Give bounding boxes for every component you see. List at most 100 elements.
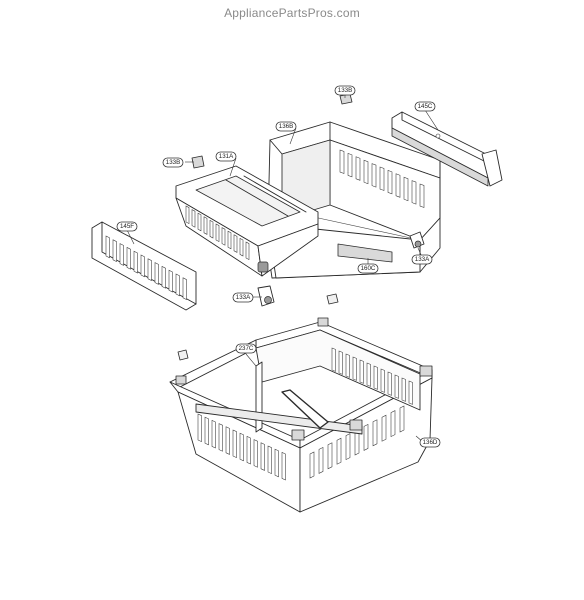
vent-slot — [379, 166, 385, 191]
small-cap-upper — [326, 293, 339, 305]
vent-slot — [366, 362, 371, 387]
vent-slot — [318, 446, 324, 474]
vent-slot — [191, 209, 196, 228]
vent-slot — [211, 419, 216, 449]
vent-slot — [245, 241, 250, 261]
vent-slot — [371, 163, 377, 188]
clip-133A-bottom — [257, 285, 275, 307]
callout-label: 133A — [415, 256, 430, 263]
callout-label: 145C — [418, 103, 433, 110]
callout-label: 160C — [361, 265, 376, 272]
vent-slot — [267, 445, 272, 475]
callout-label: 131A — [219, 153, 234, 160]
vent-slot — [260, 442, 265, 471]
callout-133A-bottom: 133A — [232, 292, 254, 303]
vent-slot — [239, 432, 244, 462]
vent-slot — [327, 442, 333, 470]
vent-slot — [218, 423, 223, 452]
vent-slot — [345, 433, 351, 461]
vent-slot — [395, 173, 401, 198]
clip-133A-right — [409, 231, 425, 249]
callouts: 133B 145C 136B 133B 131A 145F 133A 160C — [116, 85, 441, 448]
vent-slot — [185, 205, 190, 225]
callout-label: 136B — [279, 123, 293, 130]
vent-slot — [281, 451, 286, 481]
vent-slot — [338, 350, 343, 375]
vent-slot — [154, 262, 159, 285]
callout-133B-left: 133B — [162, 157, 184, 168]
callout-145F: 145F — [116, 221, 138, 232]
vent-slot — [215, 223, 220, 243]
vent-slot — [399, 405, 405, 433]
vent-slot — [403, 176, 409, 202]
vent-slot — [161, 265, 166, 289]
callout-label: 237C — [239, 345, 254, 352]
vent-slot — [182, 277, 187, 301]
vent-slot — [239, 237, 244, 257]
vent-slot — [233, 234, 238, 253]
vent-slot — [419, 183, 425, 208]
vent-slot — [387, 170, 393, 195]
callout-160C: 160C — [357, 263, 379, 274]
vent-slot — [336, 437, 342, 465]
rail-145F — [91, 221, 197, 311]
callout-label: 133B — [166, 159, 180, 166]
vent-slot — [197, 413, 202, 443]
vent-slot — [339, 149, 345, 174]
vent-slot — [394, 374, 399, 399]
vent-slot — [411, 180, 417, 205]
callout-136B: 136B — [275, 121, 297, 132]
vent-slot — [232, 429, 237, 459]
vent-slot — [126, 246, 131, 270]
callout-136D: 136D — [419, 437, 441, 448]
vent-slot — [347, 153, 353, 178]
vent-slot — [355, 156, 361, 181]
vent-slot — [221, 227, 226, 246]
vent-slot — [225, 426, 230, 455]
callout-label: 133A — [236, 294, 251, 301]
callout-label: 145F — [120, 223, 134, 230]
vent-slot — [105, 235, 110, 259]
watermark-text: AppliancePartsPros.com — [224, 6, 360, 20]
vent-slot — [309, 451, 315, 479]
vent-slot — [390, 410, 396, 438]
vent-slot — [147, 258, 152, 282]
vent-slot — [227, 230, 232, 250]
vent-slot — [352, 356, 357, 381]
vent-slot — [373, 365, 378, 390]
vent-slot — [168, 269, 173, 293]
callout-131A: 131A — [215, 151, 237, 162]
rail-145C — [391, 111, 503, 187]
lower-basket-136D — [169, 317, 433, 513]
clip-133B-top — [339, 93, 353, 105]
vent-slot — [203, 216, 208, 235]
small-cap-lower — [177, 349, 189, 361]
vent-slot — [363, 159, 369, 185]
tray-131A — [175, 165, 319, 277]
vent-slot — [209, 219, 214, 239]
vent-slot — [274, 448, 279, 478]
vent-slot — [372, 419, 378, 447]
vent-slot — [401, 377, 406, 402]
vent-slot — [246, 435, 251, 465]
vent-slot — [119, 243, 124, 266]
vent-slot — [253, 439, 258, 468]
vent-slot — [408, 380, 413, 405]
vent-slot — [112, 239, 117, 263]
vent-slot — [175, 273, 180, 297]
vent-slot — [387, 371, 392, 396]
callout-label: 136D — [423, 439, 438, 446]
callout-145C: 145C — [414, 101, 436, 112]
vent-slot — [204, 416, 209, 446]
vent-slot — [331, 347, 336, 372]
vent-slot — [133, 250, 138, 274]
callout-237C: 237C — [235, 343, 257, 354]
callout-133B-top: 133B — [334, 85, 356, 96]
vent-slot — [140, 254, 145, 278]
vent-slot — [363, 423, 369, 451]
vent-slot — [381, 414, 387, 442]
vent-slot — [345, 353, 350, 378]
vent-slot — [197, 212, 202, 232]
clip-133B-left — [191, 155, 205, 169]
callout-133A-right: 133A — [411, 254, 433, 265]
